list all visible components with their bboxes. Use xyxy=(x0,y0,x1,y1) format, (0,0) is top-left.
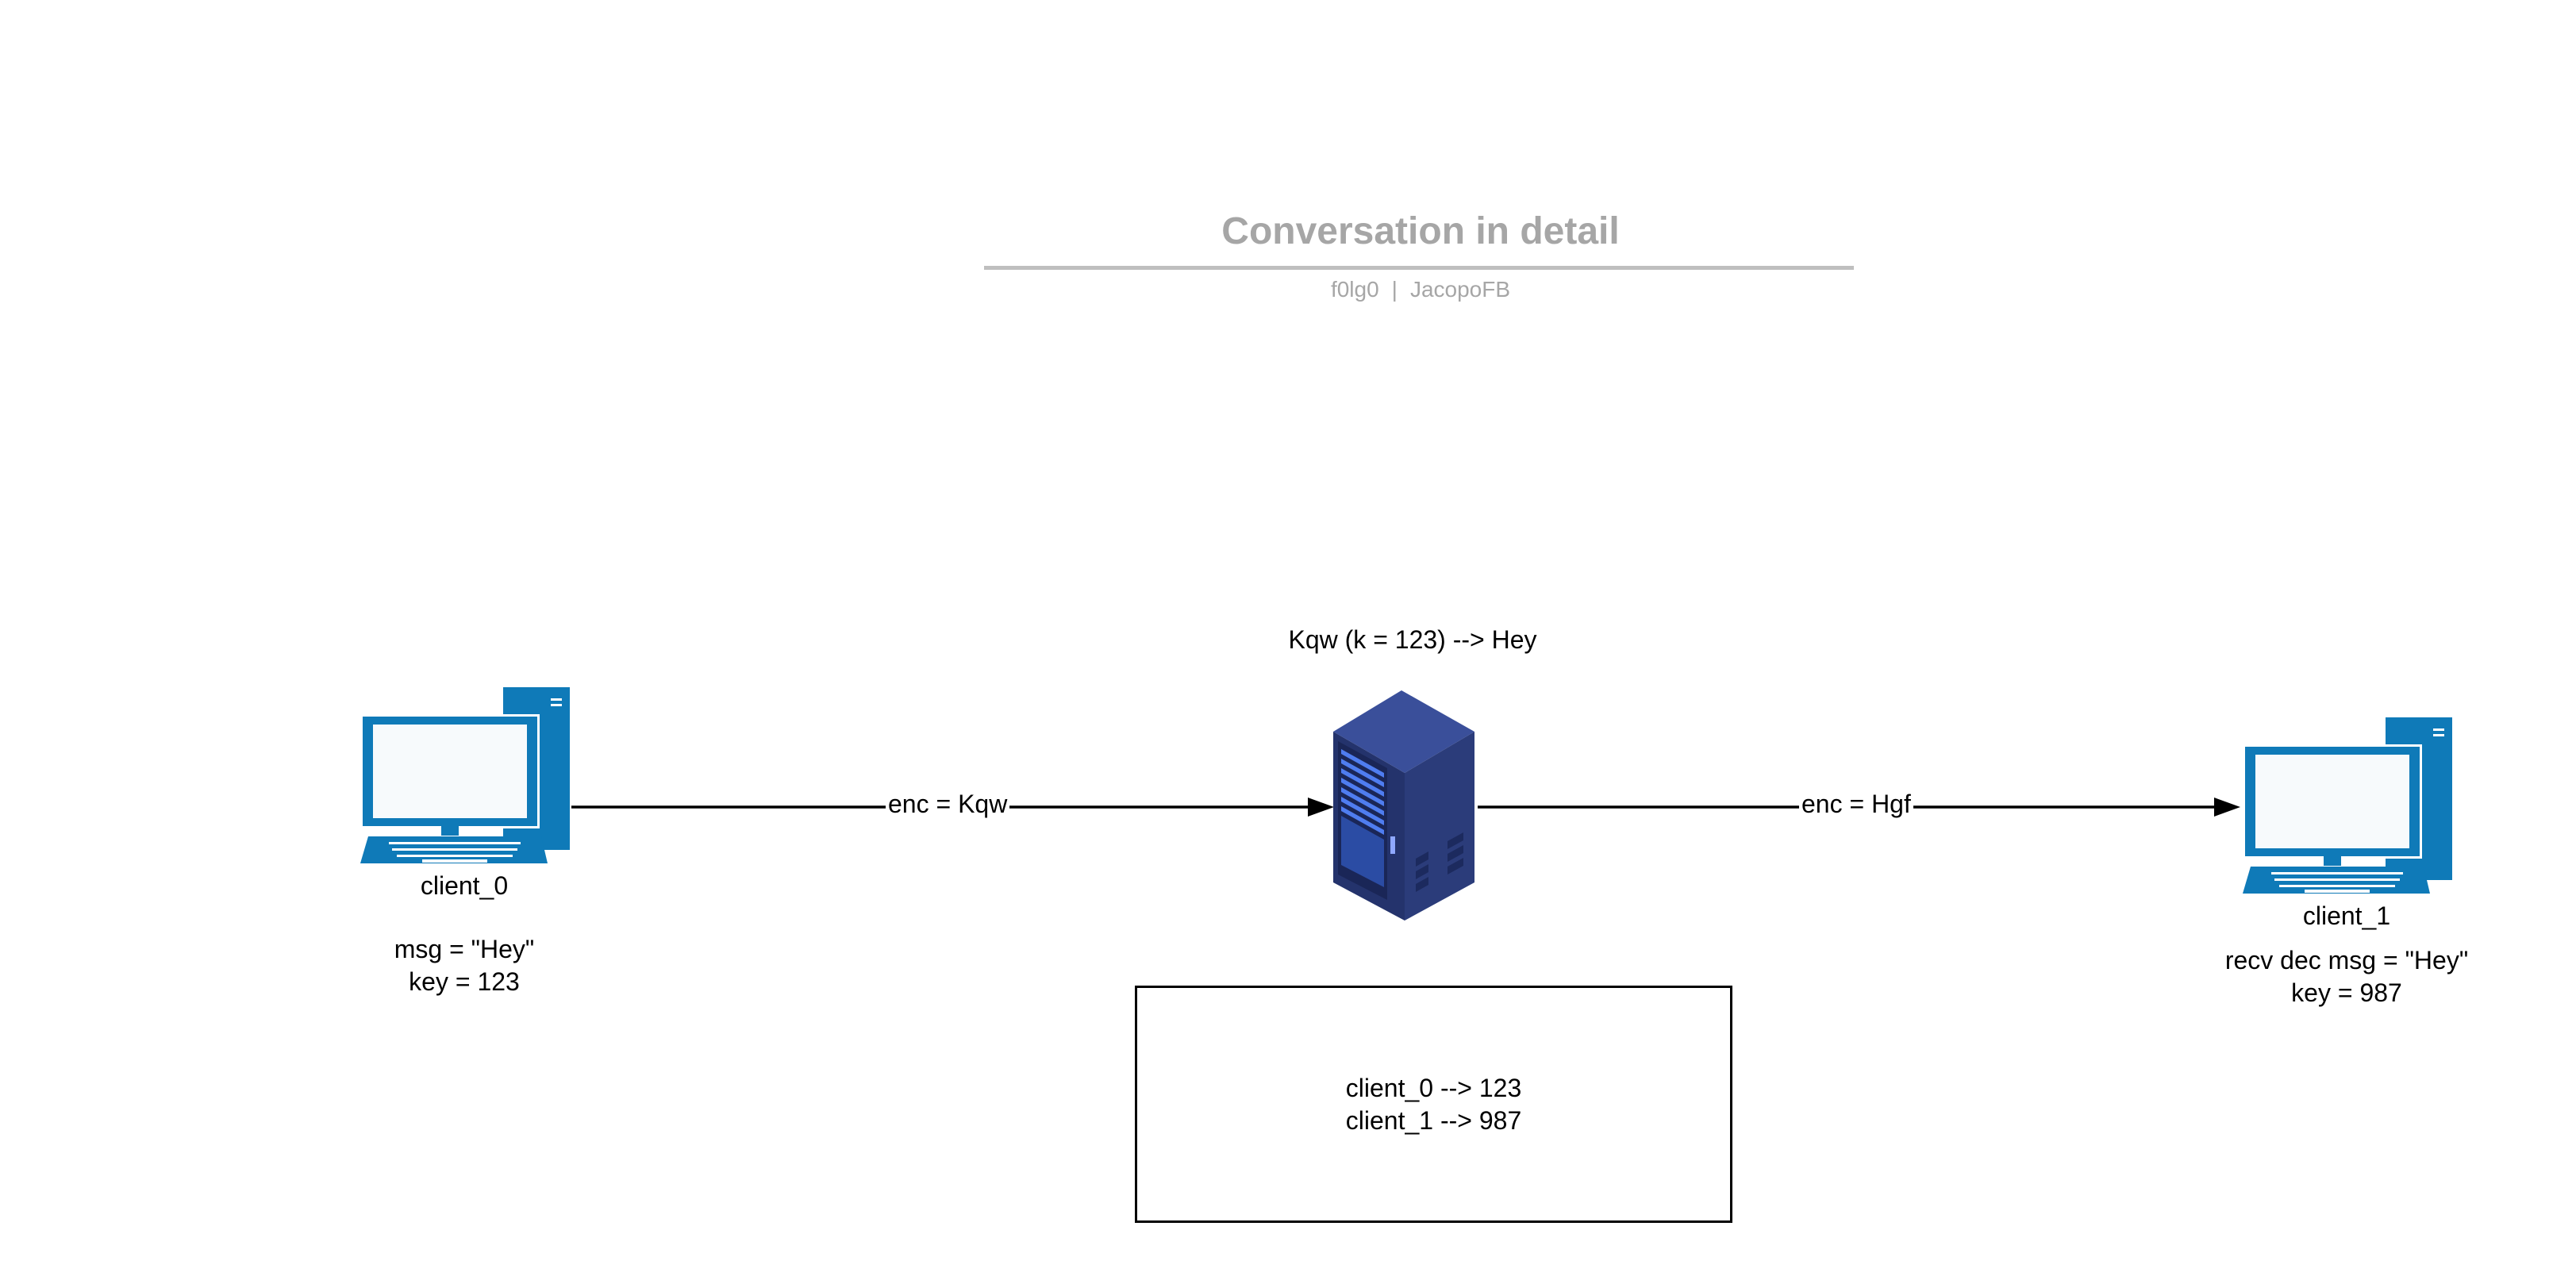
arrowhead-icon xyxy=(2214,798,2240,817)
client-0-message: msg = "Hey" xyxy=(394,935,535,963)
arrowhead-icon xyxy=(1308,798,1334,817)
author-2: JacopoFB xyxy=(1409,277,1511,302)
title-divider xyxy=(984,266,1854,270)
server-note: Kqw (k = 123) --> Hey xyxy=(1288,625,1537,654)
desktop-computer-icon[interactable] xyxy=(2240,716,2454,897)
author-separator: | xyxy=(1391,277,1398,302)
key-registry-box[interactable]: client_0 --> 123 client_1 --> 987 xyxy=(1135,986,1732,1223)
diagram-title: Conversation in detail xyxy=(1221,210,1620,252)
client-1-key: key = 987 xyxy=(2291,978,2402,1007)
edge-label-client0-to-server: enc = Kqw xyxy=(886,789,1010,819)
author-1: f0lg0 xyxy=(1330,277,1379,302)
client-1-details: recv dec msg = "Hey" key = 987 xyxy=(2188,944,2505,1009)
key-registry-row: client_1 --> 987 xyxy=(1345,1105,1522,1135)
client-0-key: key = 123 xyxy=(409,967,520,996)
client-1-message: recv dec msg = "Hey" xyxy=(2224,946,2469,974)
server-rack-icon[interactable] xyxy=(1328,689,1479,922)
diagram-authors: f0lg0 | JacopoFB xyxy=(984,279,1857,301)
client-0-name: client_0 xyxy=(420,871,509,900)
edge-label-server-to-client1: enc = Hgf xyxy=(1799,789,1913,819)
client-1-name: client_1 xyxy=(2302,901,2391,930)
desktop-computer-icon[interactable] xyxy=(357,686,571,867)
client-0-details: msg = "Hey" key = 123 xyxy=(345,933,583,998)
key-registry-row: client_0 --> 123 xyxy=(1345,1073,1522,1102)
